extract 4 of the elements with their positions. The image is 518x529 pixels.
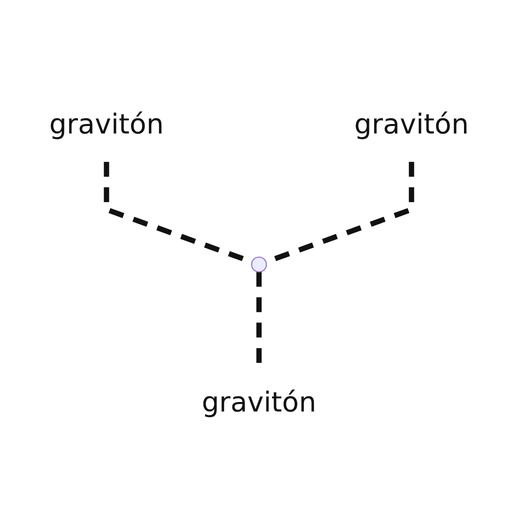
- node-text: gravitón: [354, 108, 469, 141]
- node-text: gravitón: [49, 108, 164, 141]
- node-point: [251, 256, 267, 272]
- node-text: gravitón: [202, 387, 316, 419]
